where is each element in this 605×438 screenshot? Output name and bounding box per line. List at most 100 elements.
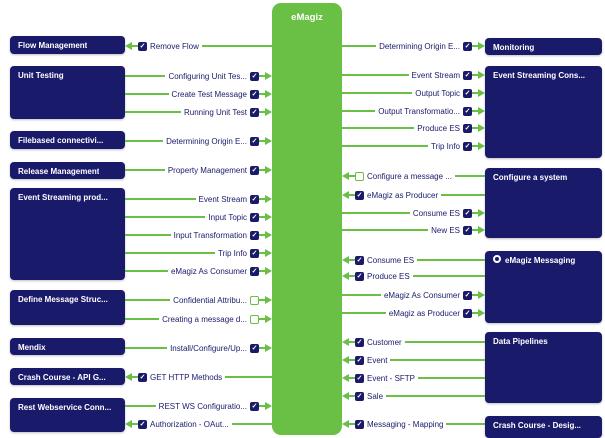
lesson-label[interactable]: Messaging - Mapping bbox=[367, 419, 444, 429]
topic-box-flow-management[interactable]: Flow Management bbox=[10, 36, 125, 54]
lesson-label[interactable]: Produce ES bbox=[417, 123, 460, 133]
lesson-label[interactable]: Remove Flow bbox=[150, 41, 199, 51]
arrow-right-icon bbox=[265, 231, 272, 239]
lesson-label[interactable]: Consume ES bbox=[412, 208, 460, 218]
lesson-label[interactable]: eMagiz as Producer bbox=[367, 190, 439, 200]
arrow-right-icon bbox=[265, 72, 272, 80]
connector-line bbox=[390, 359, 485, 361]
checkbox-checked-icon[interactable]: ✓ bbox=[463, 208, 472, 218]
checkbox-checked-icon[interactable]: ✓ bbox=[250, 71, 259, 81]
checkbox-checked-icon[interactable]: ✓ bbox=[250, 165, 259, 175]
lesson-label[interactable]: Confidential Attribu... bbox=[173, 295, 247, 305]
checkbox-checked-icon[interactable]: ✓ bbox=[463, 225, 472, 235]
checkbox-checked-icon[interactable]: ✓ bbox=[355, 373, 364, 383]
lesson-label[interactable]: Event Stream bbox=[411, 70, 460, 80]
lesson-label[interactable]: Event - SFTP bbox=[367, 373, 416, 383]
checkbox-checked-icon[interactable]: ✓ bbox=[250, 248, 259, 258]
checkbox-checked-icon[interactable]: ✓ bbox=[138, 419, 147, 429]
lesson-label[interactable]: eMagiz As Consumer bbox=[383, 290, 460, 300]
checkbox-checked-icon[interactable]: ✓ bbox=[355, 271, 364, 281]
lesson-label[interactable]: Running Unit Test bbox=[184, 107, 247, 117]
lesson-label[interactable]: Creating a message d... bbox=[162, 314, 247, 324]
checkbox-checked-icon[interactable]: ✓ bbox=[355, 355, 364, 365]
checkbox-checked-icon[interactable]: ✓ bbox=[250, 266, 259, 276]
checkbox-checked-icon[interactable]: ✓ bbox=[250, 89, 259, 99]
lesson-label[interactable]: Install/Configure/Up... bbox=[170, 343, 247, 353]
lesson-label[interactable]: Determining Origin E... bbox=[166, 136, 247, 146]
topic-box-rest-webservice-conn[interactable]: Rest Webservice Conn... bbox=[10, 398, 125, 432]
checkbox-checked-icon[interactable]: ✓ bbox=[463, 106, 472, 116]
checkbox-checked-icon[interactable]: ✓ bbox=[355, 419, 364, 429]
lesson-label[interactable]: eMagiz As Consumer bbox=[170, 266, 247, 276]
lesson-row-event-sftp: ✓Event - SFTP bbox=[342, 372, 485, 384]
checkbox-unchecked-icon[interactable] bbox=[355, 171, 364, 181]
topic-box-filebased-connectivi[interactable]: Filebased connectivi... bbox=[10, 131, 125, 149]
topic-box-crash-course-api-g[interactable]: Crash Course - API G... bbox=[10, 368, 125, 385]
checkbox-checked-icon[interactable]: ✓ bbox=[250, 107, 259, 117]
checkbox-checked-icon[interactable]: ✓ bbox=[463, 88, 472, 98]
checkbox-checked-icon[interactable]: ✓ bbox=[355, 190, 364, 200]
lesson-label[interactable]: Configuring Unit Tes... bbox=[168, 71, 247, 81]
lesson-label[interactable]: Input Topic bbox=[208, 212, 247, 222]
topic-box-monitoring[interactable]: Monitoring bbox=[485, 38, 602, 55]
checkbox-checked-icon[interactable]: ✓ bbox=[250, 401, 259, 411]
topic-box-crash-course-desig[interactable]: Crash Course - Desig... bbox=[485, 416, 602, 438]
lesson-label[interactable]: Determining Origin E... bbox=[379, 41, 460, 51]
topic-box-mendix[interactable]: Mendix bbox=[10, 338, 125, 355]
topic-box-configure-a-system[interactable]: Configure a system bbox=[485, 168, 602, 238]
lesson-label[interactable]: Trip Info bbox=[217, 248, 247, 258]
checkbox-checked-icon[interactable]: ✓ bbox=[355, 337, 364, 347]
checkbox-checked-icon[interactable]: ✓ bbox=[355, 391, 364, 401]
checkbox-checked-icon[interactable]: ✓ bbox=[250, 343, 259, 353]
lesson-label[interactable]: Property Management bbox=[167, 165, 247, 175]
topic-box-event-streaming-cons[interactable]: Event Streaming Cons... bbox=[485, 66, 602, 158]
checkbox-checked-icon[interactable]: ✓ bbox=[138, 41, 147, 51]
lesson-label[interactable]: Output Topic bbox=[415, 88, 460, 98]
connector-line bbox=[259, 93, 265, 95]
checkbox-checked-icon[interactable]: ✓ bbox=[463, 70, 472, 80]
lesson-label[interactable]: Input Transformation bbox=[173, 230, 247, 240]
arrow-left-icon bbox=[342, 374, 349, 382]
checkbox-checked-icon[interactable]: ✓ bbox=[463, 308, 472, 318]
arrow-left-icon bbox=[125, 373, 132, 381]
checkbox-checked-icon[interactable]: ✓ bbox=[463, 41, 472, 51]
lesson-label[interactable]: Consume ES bbox=[367, 255, 415, 265]
checkbox-checked-icon[interactable]: ✓ bbox=[250, 212, 259, 222]
lesson-label[interactable]: Event Stream bbox=[198, 194, 247, 204]
lesson-label[interactable]: Customer bbox=[367, 337, 402, 347]
lesson-label[interactable]: Produce ES bbox=[367, 271, 410, 281]
lesson-row-consume-es: ✓Consume ES bbox=[342, 254, 485, 266]
checkbox-checked-icon[interactable]: ✓ bbox=[250, 230, 259, 240]
lesson-label[interactable]: Event bbox=[367, 355, 388, 365]
lesson-label[interactable]: eMagiz as Producer bbox=[388, 308, 460, 318]
lesson-label[interactable]: Trip Info bbox=[430, 141, 460, 151]
lesson-label[interactable]: Configure a message ... bbox=[367, 171, 452, 181]
lesson-label[interactable]: Create Test Message bbox=[171, 89, 247, 99]
checkbox-checked-icon[interactable]: ✓ bbox=[463, 141, 472, 151]
checkbox-checked-icon[interactable]: ✓ bbox=[355, 255, 364, 265]
lesson-label[interactable]: Authorization - OAut... bbox=[150, 419, 229, 429]
connector-line bbox=[259, 198, 265, 200]
checkbox-checked-icon[interactable]: ✓ bbox=[250, 136, 259, 146]
checkbox-checked-icon[interactable]: ✓ bbox=[463, 290, 472, 300]
lesson-row-event-stream: Event Stream✓ bbox=[342, 69, 485, 81]
lesson-label[interactable]: Output Transformatio... bbox=[378, 106, 460, 116]
arrow-right-icon bbox=[265, 195, 272, 203]
arrow-right-icon bbox=[265, 315, 272, 323]
topic-box-unit-testing[interactable]: Unit Testing bbox=[10, 66, 125, 119]
lesson-label[interactable]: REST WS Configuratio... bbox=[158, 401, 247, 411]
lesson-label[interactable]: GET HTTP Methods bbox=[150, 372, 223, 382]
topic-box-define-message-struc[interactable]: Define Message Struc... bbox=[10, 290, 125, 325]
checkbox-unchecked-icon[interactable] bbox=[250, 295, 259, 305]
checkbox-unchecked-icon[interactable] bbox=[250, 314, 259, 324]
topic-box-event-streaming-prod[interactable]: Event Streaming prod... bbox=[10, 188, 125, 280]
checkbox-checked-icon[interactable]: ✓ bbox=[138, 372, 147, 382]
lesson-label[interactable]: New ES bbox=[431, 225, 460, 235]
topic-box-data-pipelines[interactable]: Data Pipelines bbox=[485, 332, 602, 403]
topic-box-release-management[interactable]: Release Management bbox=[10, 162, 125, 179]
lesson-row-create-test-message: Create Test Message✓ bbox=[125, 88, 272, 100]
checkbox-checked-icon[interactable]: ✓ bbox=[463, 123, 472, 133]
lesson-label[interactable]: Sale bbox=[367, 391, 384, 401]
topic-box-emagiz-messaging[interactable]: eMagiz Messaging bbox=[485, 251, 602, 323]
checkbox-checked-icon[interactable]: ✓ bbox=[250, 194, 259, 204]
